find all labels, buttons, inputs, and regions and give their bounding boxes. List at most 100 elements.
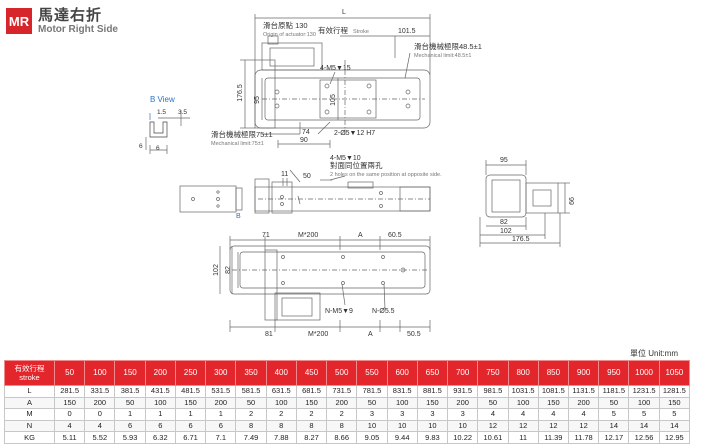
table-cell: 331.5 — [84, 385, 116, 398]
page-header: MR 馬達右折 Motor Right Side — [6, 8, 118, 35]
table-cell: 150 — [537, 396, 569, 410]
table-cell: 100 — [144, 396, 176, 410]
table-cell: 381.5 — [114, 385, 146, 398]
plan-71: 71 — [262, 232, 270, 239]
table-cell: 200 — [84, 396, 116, 410]
plan-motor — [274, 292, 321, 321]
table-cell: 100 — [507, 396, 539, 410]
table-cell: 1031.5 — [507, 385, 539, 398]
header-stroke-cell: 1050 — [658, 360, 691, 386]
end-66: 66 — [569, 197, 576, 205]
end-176-5: 176.5 — [512, 236, 530, 243]
plan-n-m5: N-M5▼9 — [325, 308, 353, 315]
stroke-en: Stroke — [353, 29, 369, 35]
row-label: A — [4, 396, 55, 410]
table-cell: 100 — [628, 396, 660, 410]
end-82: 82 — [500, 219, 508, 226]
table-cell: 631.5 — [265, 385, 297, 398]
header-stroke-cell: 700 — [447, 360, 479, 386]
header-stroke-cell: 1000 — [628, 360, 660, 386]
table-cell: 2 — [235, 408, 267, 421]
dim-90: 90 — [300, 137, 308, 144]
table-cell: 431.5 — [144, 385, 176, 398]
table-cell: 931.5 — [447, 385, 479, 398]
header-stroke-cell: 650 — [416, 360, 449, 386]
table-cell: 12 — [567, 419, 600, 433]
row-label: N — [4, 419, 55, 433]
table-cell: 12 — [537, 419, 569, 433]
mech-left-en: Mechanical limit:75±1 — [211, 141, 264, 147]
origin-en: Origin of actuator:130 — [263, 32, 316, 38]
table-cell: 1 — [205, 408, 237, 421]
dim-101-5: 101.5 — [398, 28, 416, 35]
table-cell: 1181.5 — [598, 385, 630, 398]
table-cell: 4 — [507, 408, 539, 421]
table-cell: 6.71 — [174, 431, 207, 444]
table-cell: 12.95 — [658, 431, 691, 444]
b-view-marker: B — [236, 213, 241, 220]
table-cell: 10.61 — [477, 431, 509, 444]
plan-A-bottom: A — [368, 331, 373, 338]
header-stroke-cell: 900 — [567, 360, 600, 386]
dim-50: 50 — [303, 173, 311, 180]
label-L: L — [342, 9, 346, 16]
table-cell: 8 — [235, 419, 267, 433]
table-cell: 4 — [537, 408, 569, 421]
table-cell: 731.5 — [326, 385, 358, 398]
header-stroke-cell: 550 — [356, 360, 388, 386]
b-view-title: B View — [150, 95, 175, 104]
table-cell: 200 — [326, 396, 358, 410]
technical-drawing: L 滑台原點 130 Origin of actuator:130 有效行程 S… — [139, 9, 576, 338]
table-cell: 1131.5 — [567, 385, 600, 398]
slider-block — [319, 79, 377, 119]
table-cell: 150 — [658, 396, 691, 410]
plan-view — [219, 236, 431, 332]
plan-60-5: 60.5 — [388, 232, 402, 239]
header-stroke-cn: 有效行程 — [14, 364, 45, 373]
b-view — [145, 110, 190, 154]
b-6-b: 6 — [156, 145, 160, 152]
header-stroke-cell: 800 — [507, 360, 539, 386]
table-cell: 200 — [567, 396, 600, 410]
table-cell: 8.27 — [295, 431, 328, 444]
header-stroke-cell: 850 — [537, 360, 569, 386]
dim-176-5: 176.5 — [237, 84, 244, 102]
header-stroke-cell: 300 — [205, 360, 237, 386]
table-cell: 12.56 — [628, 431, 660, 444]
table-cell: 6 — [114, 419, 146, 433]
thread-m5-10: 4-M5▼10 — [330, 155, 361, 162]
table-cell: 581.5 — [235, 385, 267, 398]
table-cell: 2 — [295, 408, 328, 421]
origin-cn: 滑台原點 130 — [263, 20, 308, 30]
table-cell: 3 — [386, 408, 418, 421]
table-cell: 6 — [144, 419, 176, 433]
table-cell: 6 — [174, 419, 207, 433]
table-cell: 3 — [356, 408, 388, 421]
plan-82: 82 — [225, 266, 232, 274]
table-cell: 4 — [567, 408, 600, 421]
row-label: M — [4, 408, 55, 421]
table-cell: 12 — [477, 419, 509, 433]
row-label: KG — [4, 431, 55, 444]
table-cell: 8 — [295, 419, 328, 433]
end-102: 102 — [500, 228, 512, 235]
title-english: Motor Right Side — [38, 24, 118, 35]
table-cell: 6 — [205, 419, 237, 433]
end-95: 95 — [500, 157, 508, 164]
table-cell: 881.5 — [416, 385, 449, 398]
header-stroke-cell: 150 — [114, 360, 146, 386]
table-cell: 5 — [658, 408, 691, 421]
header-stroke-en: stroke — [19, 373, 40, 382]
table-cell: 50 — [598, 396, 630, 410]
table-cell: 200 — [447, 396, 479, 410]
table-cell: 11.78 — [567, 431, 600, 444]
table-cell: 1 — [114, 408, 146, 421]
table-cell: 3 — [416, 408, 449, 421]
table-cell: 50 — [477, 396, 509, 410]
table-cell: 531.5 — [205, 385, 237, 398]
table-cell: 831.5 — [386, 385, 418, 398]
